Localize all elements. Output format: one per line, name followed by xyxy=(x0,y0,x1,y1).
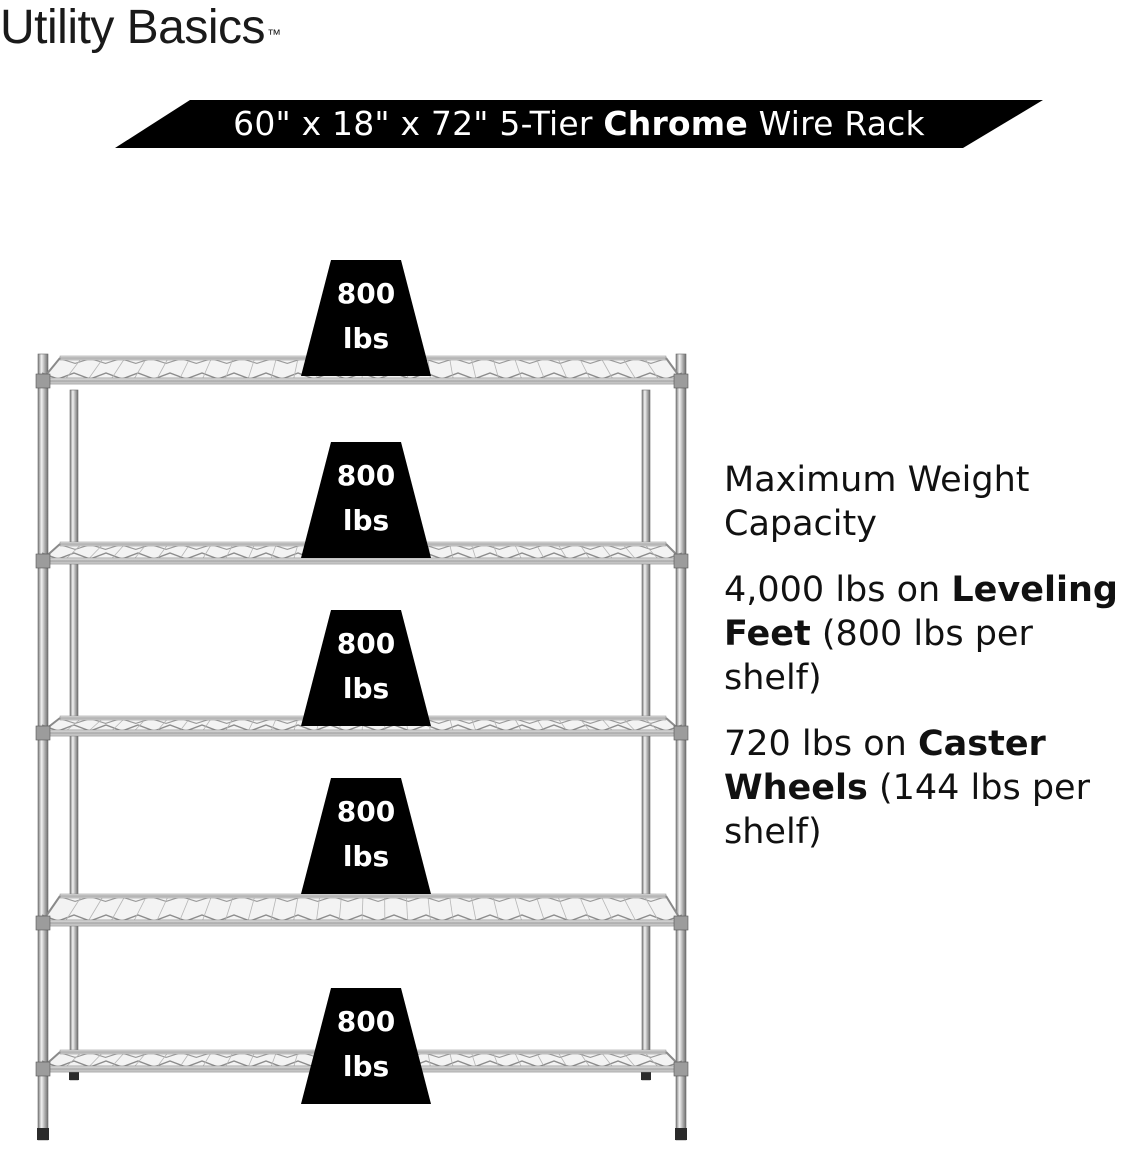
leveling-foot xyxy=(675,1128,687,1140)
capacity-unit: lbs xyxy=(301,673,431,705)
shelf-capacity-badge: 800 lbs xyxy=(301,442,431,558)
leveling-foot xyxy=(37,1128,49,1140)
banner-title: 60" x 18" x 72" 5-Tier Chrome Wire Rack xyxy=(115,100,1043,148)
capacity-unit: lbs xyxy=(301,505,431,537)
capacity-unit: lbs xyxy=(301,323,431,355)
front-left-post xyxy=(38,354,48,1140)
specs-leveling-feet: 4,000 lbs on Leveling Feet (800 lbs per … xyxy=(724,568,1119,700)
capacity-unit: lbs xyxy=(301,841,431,873)
shelf-capacity-badge: 800 lbs xyxy=(301,610,431,726)
wire-rack-illustration: 800 lbs 800 lbs 800 lbs 800 lbs 800 lbs xyxy=(30,340,700,1145)
banner-title-prefix: 60" x 18" x 72" 5-Tier xyxy=(233,104,603,143)
capacity-specs: Maximum Weight Capacity 4,000 lbs on Lev… xyxy=(724,458,1119,876)
front-right-post xyxy=(676,354,686,1140)
specs-caster-wheels: 720 lbs on Caster Wheels (144 lbs per sh… xyxy=(724,722,1119,854)
title-banner: 60" x 18" x 72" 5-Tier Chrome Wire Rack xyxy=(115,100,1043,148)
capacity-value: 800 xyxy=(301,460,431,492)
casters-prefix: 720 lbs on xyxy=(724,724,918,764)
capacity-value: 800 xyxy=(301,278,431,310)
capacity-value: 800 xyxy=(301,628,431,660)
capacity-unit: lbs xyxy=(301,1051,431,1083)
capacity-value: 800 xyxy=(301,796,431,828)
specs-heading: Maximum Weight Capacity xyxy=(724,458,1119,546)
leveling-prefix: 4,000 lbs on xyxy=(724,570,951,610)
banner-title-suffix: Wire Rack xyxy=(748,104,925,143)
shelf-capacity-badge: 800 lbs xyxy=(301,260,431,376)
trademark-symbol: ™ xyxy=(267,26,281,42)
shelf-capacity-badge: 800 lbs xyxy=(301,778,431,894)
banner-title-bold: Chrome xyxy=(603,104,748,143)
capacity-value: 800 xyxy=(301,1006,431,1038)
brand-name: Utility Basics xyxy=(0,1,265,54)
shelf-capacity-badge: 800 lbs xyxy=(301,988,431,1104)
wire-shelf xyxy=(36,894,688,930)
